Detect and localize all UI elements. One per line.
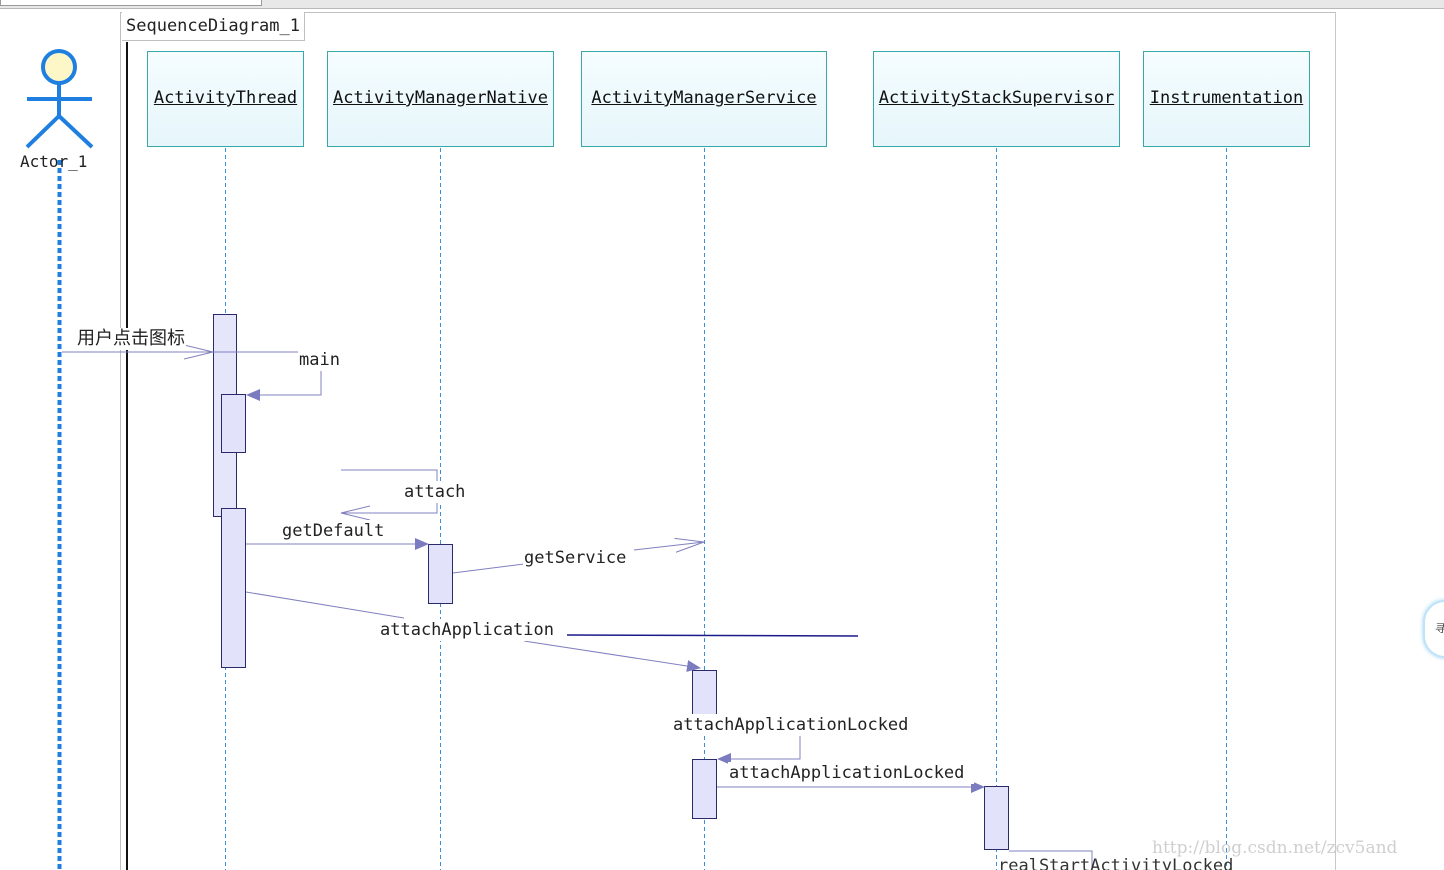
message-label-real-start-activity-locked[interactable]: realStartActivityLocked [998, 856, 1234, 870]
watermark: http://blog.csdn.net/zcv5and [1152, 838, 1398, 858]
message-label-attach-application[interactable]: attachApplication [379, 619, 555, 641]
lifeline-head-stack-supervisor[interactable]: ActivityStackSupervisor [873, 51, 1120, 147]
message-arrow-get-service[interactable] [452, 563, 525, 574]
floating-side-widget-text: 寻 [1435, 622, 1444, 635]
activation-am-service-2[interactable] [692, 759, 717, 819]
message-label-get-default[interactable]: getDefault [281, 520, 386, 542]
message-label-user-click[interactable]: 用户点击图标 [76, 328, 186, 350]
message-arrow-get-service-tail[interactable] [633, 542, 704, 550]
activation-am-native[interactable] [428, 544, 453, 604]
lifeline-name-activity-thread: ActivityThread [153, 88, 298, 108]
lifeline-name-am-native: ActivityManagerNative [333, 88, 548, 108]
message-label-attach-application-locked[interactable]: attachApplicationLocked [728, 762, 974, 784]
message-arrow-real-start-activity-locked[interactable] [1009, 850, 1093, 870]
message-underline-attach-application [566, 634, 859, 637]
diagram-title: SequenceDiagram_1 [122, 12, 305, 41]
message-label-get-service[interactable]: getService [523, 547, 628, 569]
message-label-main[interactable]: main [298, 349, 341, 371]
message-arrow-attach-application-locked-self[interactable] [717, 735, 801, 765]
message-arrow-attach-application-b[interactable] [523, 640, 701, 672]
lifeline-head-am-service[interactable]: ActivityManagerService [581, 51, 827, 147]
message-label-attach-application-locked-self[interactable]: attachApplicationLocked [672, 714, 910, 736]
activation-activity-thread-main[interactable] [221, 394, 246, 453]
lifeline-name-am-service: ActivityManagerService [591, 88, 817, 108]
actor-figure-icon[interactable] [25, 49, 94, 149]
tab-fragment[interactable] [0, 0, 262, 6]
lifeline-head-am-native[interactable]: ActivityManagerNative [327, 51, 554, 147]
message-arrow-attach-application-a[interactable] [245, 591, 405, 619]
activation-activity-thread-2[interactable] [221, 508, 246, 668]
lifeline-name-stack-supervisor: ActivityStackSupervisor [878, 88, 1115, 108]
lifeline-name-instrumentation: Instrumentation [1149, 88, 1304, 108]
message-label-attach[interactable]: attach [403, 481, 467, 503]
actor-label: Actor_1 [20, 152, 88, 171]
lifeline-head-activity-thread[interactable]: ActivityThread [147, 51, 304, 147]
activation-stack-supervisor[interactable] [984, 786, 1009, 850]
window-top-strip [0, 0, 1444, 9]
lifeline-head-instrumentation[interactable]: Instrumentation [1143, 51, 1310, 147]
